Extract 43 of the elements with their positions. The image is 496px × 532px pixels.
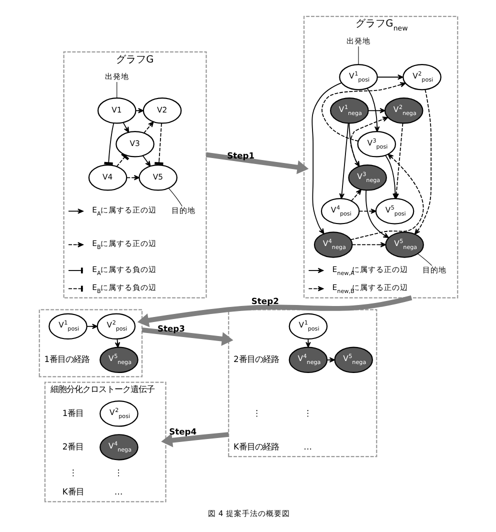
arrow (338, 122, 348, 199)
arrow (365, 190, 388, 238)
label: ⋮ (252, 408, 261, 418)
node-label: 1番目 (62, 408, 84, 418)
edge-label: Step3 (157, 324, 185, 334)
arrow (321, 82, 406, 142)
arrow (142, 155, 150, 167)
arrow (358, 208, 376, 214)
arrow (122, 122, 129, 133)
arrow (350, 154, 424, 240)
arrow (367, 108, 385, 114)
connector (116, 82, 117, 98)
connector (417, 254, 432, 266)
label: 1番目の経路 (44, 354, 90, 364)
label: 2番目の経路 (232, 354, 278, 364)
label: ⋮ (68, 468, 77, 478)
arrow (305, 338, 310, 348)
arrow (366, 88, 380, 132)
arrow (136, 295, 412, 328)
label: ⋮ (303, 408, 312, 418)
arrow (351, 242, 386, 248)
cluster (38, 309, 142, 378)
arrow (86, 324, 98, 330)
connector (168, 188, 182, 207)
edge-label: Step2 (250, 296, 278, 306)
arrow (141, 328, 233, 346)
arrow (160, 432, 230, 448)
arrow (142, 121, 154, 134)
arrow (311, 82, 342, 234)
arrow (114, 338, 120, 348)
label: K番目の経路 (232, 441, 278, 452)
edge-label: Step1 (226, 150, 254, 160)
label: … (303, 441, 312, 452)
cluster (228, 309, 377, 458)
node-label: 2番目 (62, 441, 84, 452)
label: K番目 (62, 486, 84, 496)
arrow (350, 189, 361, 202)
arrow (376, 74, 403, 80)
arrow (205, 152, 308, 174)
arrow (414, 89, 432, 234)
edge-label: Step4 (168, 426, 196, 437)
label: ⋮ (114, 468, 122, 478)
label: … (114, 486, 122, 496)
